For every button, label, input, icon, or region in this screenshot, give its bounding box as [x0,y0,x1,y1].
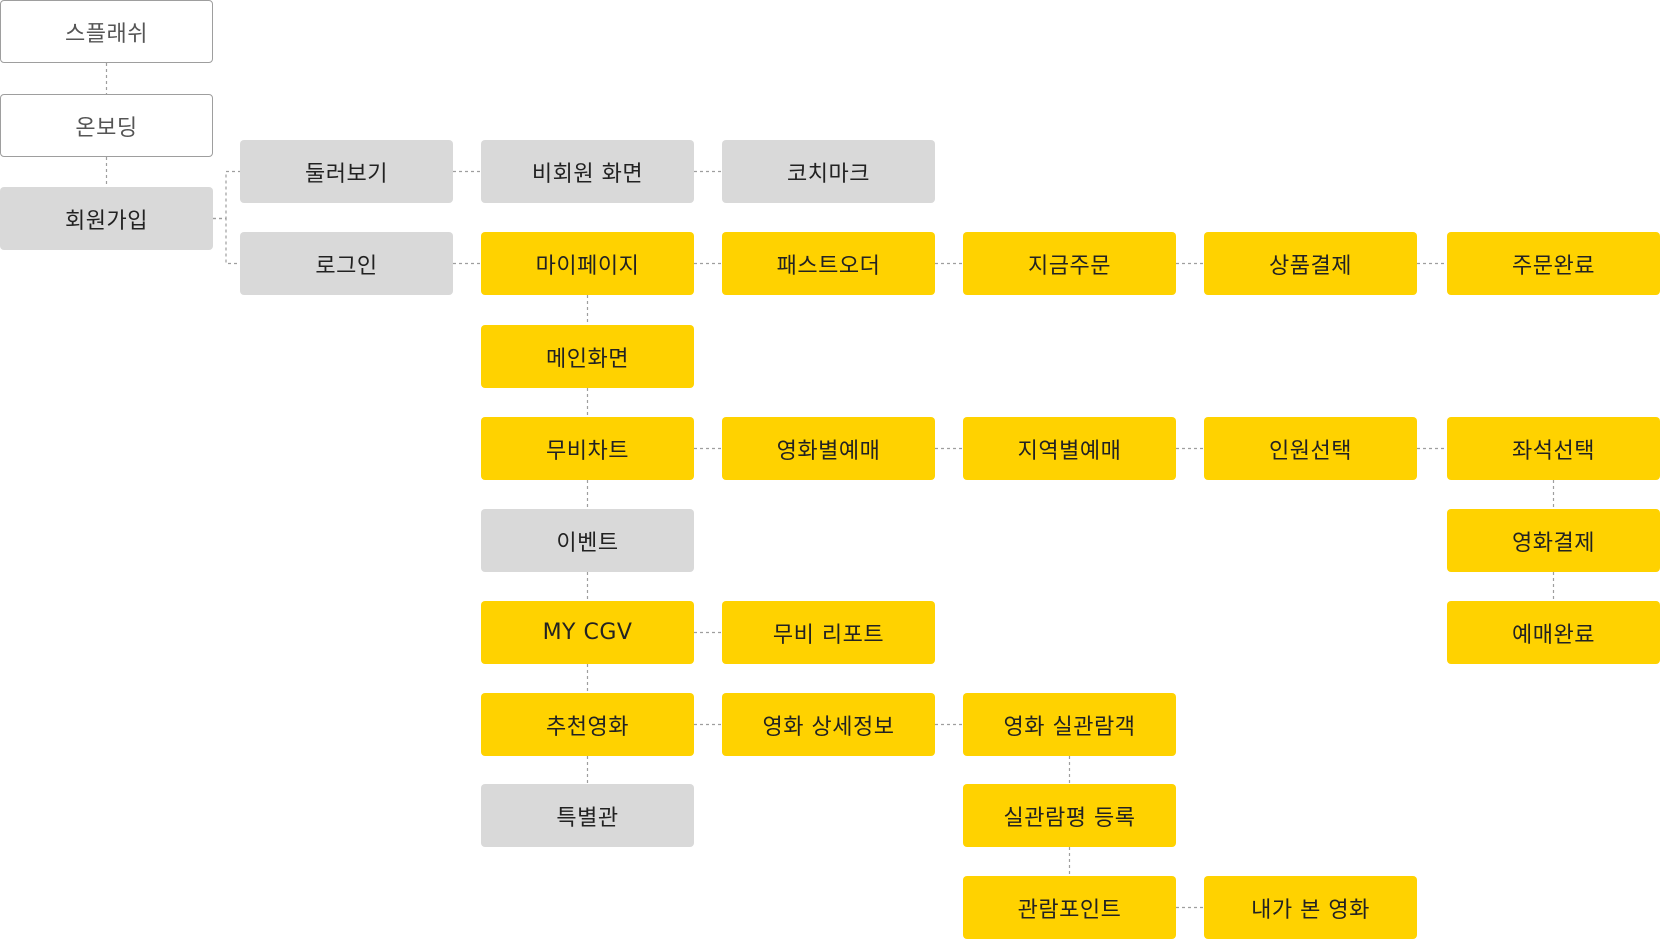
node-main: 메인화면 [481,325,694,388]
node-bymovie: 영화별예매 [722,417,935,480]
node-browse: 둘러보기 [240,140,453,203]
node-coachmark: 코치마크 [722,140,935,203]
node-points: 관람포인트 [963,876,1176,939]
node-signup: 회원가입 [0,187,213,250]
node-ordercomplete: 주문완료 [1447,232,1660,295]
node-moviereport: 무비 리포트 [722,601,935,664]
node-login: 로그인 [240,232,453,295]
node-splash: 스플래쉬 [0,0,213,63]
node-watched: 내가 본 영화 [1204,876,1417,939]
node-mypage: 마이페이지 [481,232,694,295]
node-moviechart: 무비차트 [481,417,694,480]
node-recommend: 추천영화 [481,693,694,756]
node-moviedetail: 영화 상세정보 [722,693,935,756]
node-onboarding: 온보딩 [0,94,213,157]
node-mycgv: MY CGV [481,601,694,664]
node-bookingcomplete: 예매완료 [1447,601,1660,664]
connector-signup-browse [213,170,240,220]
node-ordernow: 지금주문 [963,232,1176,295]
node-byregion: 지역별예매 [963,417,1176,480]
node-seat: 좌석선택 [1447,417,1660,480]
connector-signup-login [213,217,240,265]
node-special: 특별관 [481,784,694,847]
node-productpay: 상품결제 [1204,232,1417,295]
node-nonmember: 비회원 화면 [481,140,694,203]
node-event: 이벤트 [481,509,694,572]
node-moviepay: 영화결제 [1447,509,1660,572]
node-headcount: 인원선택 [1204,417,1417,480]
node-audience: 영화 실관람객 [963,693,1176,756]
node-fastorder: 패스트오더 [722,232,935,295]
node-reviewreg: 실관람평 등록 [963,784,1176,847]
